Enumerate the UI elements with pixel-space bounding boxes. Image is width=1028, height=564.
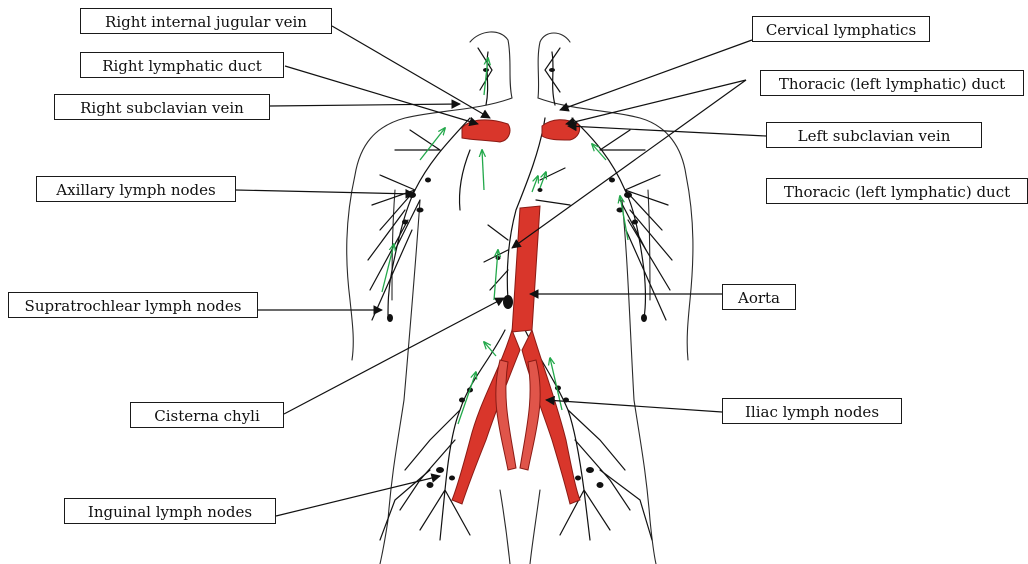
- label-iliac-lymph-nodes: Iliac lymph nodes: [722, 398, 902, 424]
- label-aorta: Aorta: [722, 284, 796, 310]
- leader-arrow-icon: [276, 476, 440, 516]
- blood-vessels: [452, 120, 580, 504]
- iliac-vessels-shape: [452, 330, 520, 504]
- leader-lines: [236, 26, 766, 516]
- leader-arrow-icon: [566, 80, 746, 124]
- label-axillary-lymph-nodes: Axillary lymph nodes: [36, 176, 236, 202]
- leader-arrow-icon: [560, 40, 752, 110]
- leader-arrow-icon: [285, 66, 478, 124]
- leader-arrow-icon: [270, 104, 460, 106]
- flow-arrow-icon: [532, 176, 538, 192]
- label-right-subclavian-vein: Right subclavian vein: [54, 94, 270, 120]
- label-cervical-lymphatics: Cervical lymphatics: [752, 16, 930, 42]
- flow-arrow-icon: [620, 196, 628, 240]
- label-right-lymphatic-duct: Right lymphatic duct: [80, 52, 284, 78]
- label-cisterna-chyli: Cisterna chyli: [130, 402, 284, 428]
- leader-arrow-icon: [568, 126, 766, 136]
- left-subclavian-vein-shape: [542, 120, 580, 140]
- flow-arrow-icon: [482, 150, 484, 190]
- label-thoracic-duct-mid: Thoracic (left lymphatic) duct: [766, 178, 1028, 204]
- flow-arrow-icon: [420, 128, 445, 160]
- label-left-subclavian-vein: Left subclavian vein: [766, 122, 982, 148]
- leader-arrow-icon: [236, 190, 414, 194]
- label-thoracic-duct-top: Thoracic (left lymphatic) duct: [760, 70, 1024, 96]
- leader-arrow-icon: [284, 298, 504, 414]
- right-subclavian-vein-shape: [462, 120, 510, 142]
- label-supratrochlear-lymph-nodes: Supratrochlear lymph nodes: [8, 292, 258, 318]
- aorta-shape: [512, 206, 540, 332]
- label-right-internal-jugular-vein: Right internal jugular vein: [80, 8, 332, 34]
- label-inguinal-lymph-nodes: Inguinal lymph nodes: [64, 498, 276, 524]
